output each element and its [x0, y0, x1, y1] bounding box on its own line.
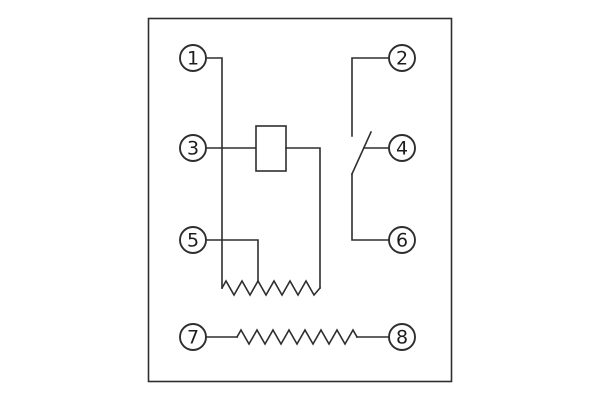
wire-terminal5-tap [205, 239, 259, 282]
terminal-6 [388, 226, 416, 254]
terminal-1 [179, 44, 207, 72]
terminal-4-label: 4 [396, 138, 408, 160]
terminal-4 [388, 134, 416, 162]
switch-contact-blade [350, 130, 373, 176]
terminal-3 [179, 134, 207, 162]
resistor-zigzag-bottom [235, 328, 359, 346]
resistor-zigzag-economy [220, 279, 322, 297]
wire-terminal6-up [351, 173, 390, 241]
terminal-6-label: 6 [396, 230, 408, 252]
wire-terminal2-down [351, 57, 390, 137]
terminal-8 [388, 323, 416, 351]
wire-terminal1-down [205, 57, 223, 289]
terminal-7-label: 7 [187, 327, 199, 349]
terminal-1-label: 1 [187, 48, 199, 70]
terminal-5 [179, 226, 207, 254]
terminal-8-label: 8 [396, 327, 408, 349]
terminal-2 [388, 44, 416, 72]
diagram-border [147, 17, 453, 383]
wire-coil-down [285, 147, 321, 289]
terminal-3-label: 3 [187, 138, 199, 160]
terminal-5-label: 5 [187, 230, 199, 252]
relay-coil-box [255, 125, 287, 172]
terminal-2-label: 2 [396, 48, 408, 70]
terminal-7 [179, 323, 207, 351]
